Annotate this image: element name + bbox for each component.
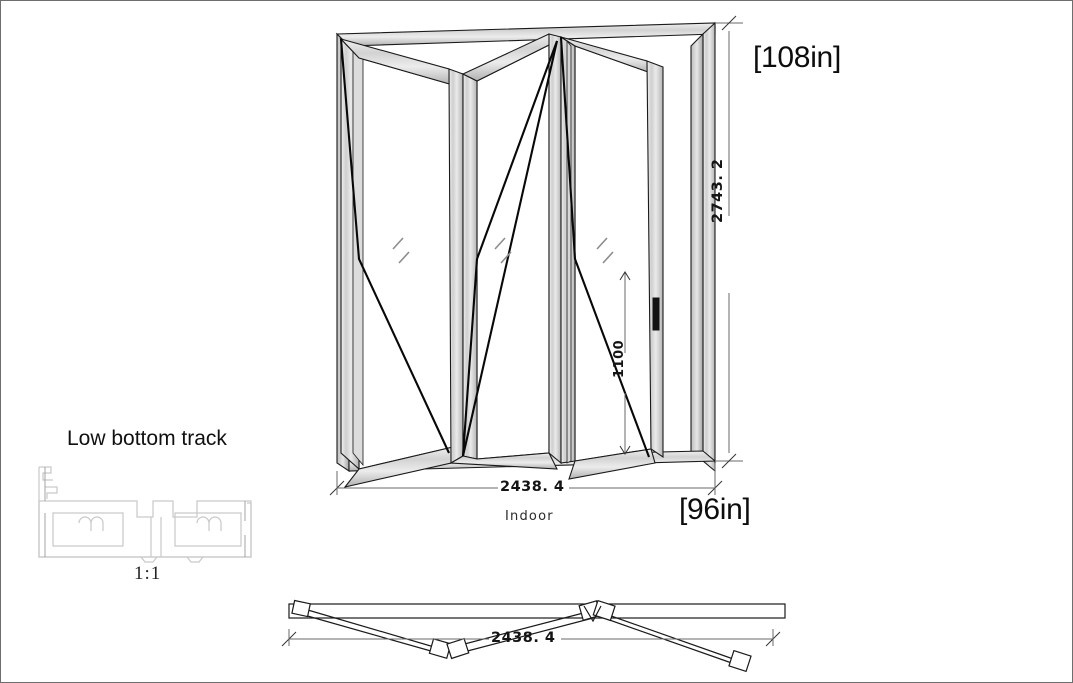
plan-view xyxy=(288,599,786,673)
door-handle-icon[interactable] xyxy=(652,297,660,331)
dimension-label-width-plan: 2438. 4 xyxy=(491,630,556,646)
door-panel-3[interactable] xyxy=(559,35,664,480)
door-panel-2[interactable] xyxy=(449,33,562,470)
dimension-label-height: 2743. 2 xyxy=(710,158,726,223)
dimension-label-leaf-height: 1100 xyxy=(612,339,627,378)
callout-width-imperial: [96in] xyxy=(679,493,751,526)
dimension-height xyxy=(715,15,743,469)
door-panel-1[interactable] xyxy=(339,37,464,488)
label-indoor: Indoor xyxy=(505,509,554,524)
track-detail-scale: 1:1 xyxy=(134,563,162,584)
track-profile-section xyxy=(38,466,252,563)
dimension-leaf-height xyxy=(619,271,631,455)
dimension-label-width-elevation: 2438. 4 xyxy=(500,479,565,495)
track-detail-title: Low bottom track xyxy=(67,427,227,450)
dimension-width-plan xyxy=(281,629,781,647)
callout-height-imperial: [108in] xyxy=(753,41,841,74)
